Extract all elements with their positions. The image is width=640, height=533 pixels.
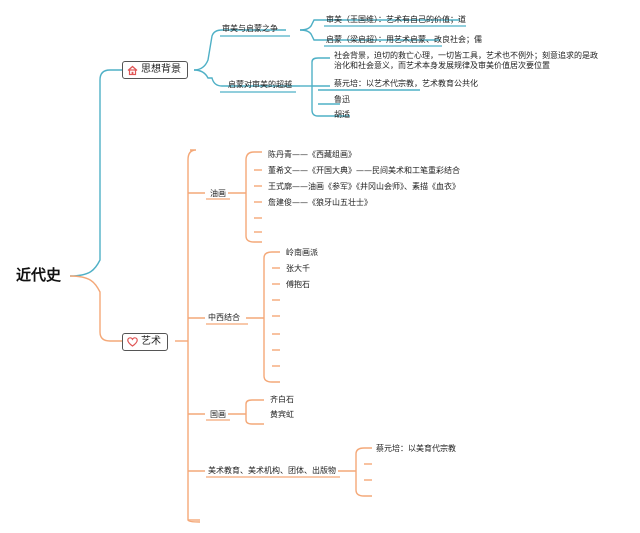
leaf-social-background: 社会背景，迫切的救亡心理，一切皆工具，艺术也不例外；刻意追求的是政治化和社会意义… (334, 51, 598, 70)
topic-label: 思想背景 (141, 64, 181, 75)
leaf-zhang-daqian: 张大千 (286, 264, 310, 273)
leaf-cai-yuanpei-aesthetic: 蔡元培：以美育代宗教 (376, 444, 456, 453)
home-icon (127, 65, 138, 75)
leaf-wang-guowei: 审美（王国维）：艺术有自己的价值；道 (326, 15, 466, 24)
leaf-fu-baoshi: 傅抱石 (286, 280, 310, 289)
leaf-hu-shi: 胡适 (334, 110, 350, 119)
leaf-lingnan-school: 岭南画派 (286, 248, 318, 257)
subtopic-east-west-fusion: 中西结合 (208, 313, 240, 322)
topic-thought-background[interactable]: 思想背景 (122, 61, 188, 79)
leaf-huang-binhong: 黄宾虹 (270, 410, 294, 419)
leaf-chen-danqing: 陈丹青——《西藏组画》 (268, 150, 356, 159)
heart-icon (127, 337, 138, 347)
leaf-wang-shikuo: 王式廓——油画《参军》《井冈山会师》、素描《血衣》 (268, 182, 460, 191)
leaf-lu-xun: 鲁迅 (334, 95, 350, 104)
subtopic-guohua: 国画 (210, 410, 226, 419)
leaf-dong-xiwen: 董希文——《开国大典》——民间美术和工笔重彩结合 (268, 166, 460, 175)
leaf-qi-baishi: 齐白石 (270, 395, 294, 404)
leaf-zhan-jianjun: 詹建俊——《狼牙山五壮士》 (268, 198, 372, 207)
subtopic-oil-painting: 油画 (210, 189, 226, 198)
root-topic: 近代史 (16, 266, 62, 284)
subtopic-art-education: 美术教育、美术机构、团体、出版物 (208, 466, 336, 475)
leaf-liang-qichao: 启蒙（梁启超）：用艺术启蒙、改良社会；儒 (326, 35, 482, 44)
topic-art[interactable]: 艺术 (122, 333, 168, 351)
leaf-cai-yuanpei-art: 蔡元培：以艺术代宗教，艺术教育公共化 (334, 79, 478, 88)
subtopic-aesthetics-vs-enlightenment: 审美与启蒙之争 (222, 24, 278, 33)
topic-label: 艺术 (141, 336, 161, 347)
subtopic-enlightenment-over-aesthetics: 启蒙对审美的超越 (228, 80, 292, 89)
